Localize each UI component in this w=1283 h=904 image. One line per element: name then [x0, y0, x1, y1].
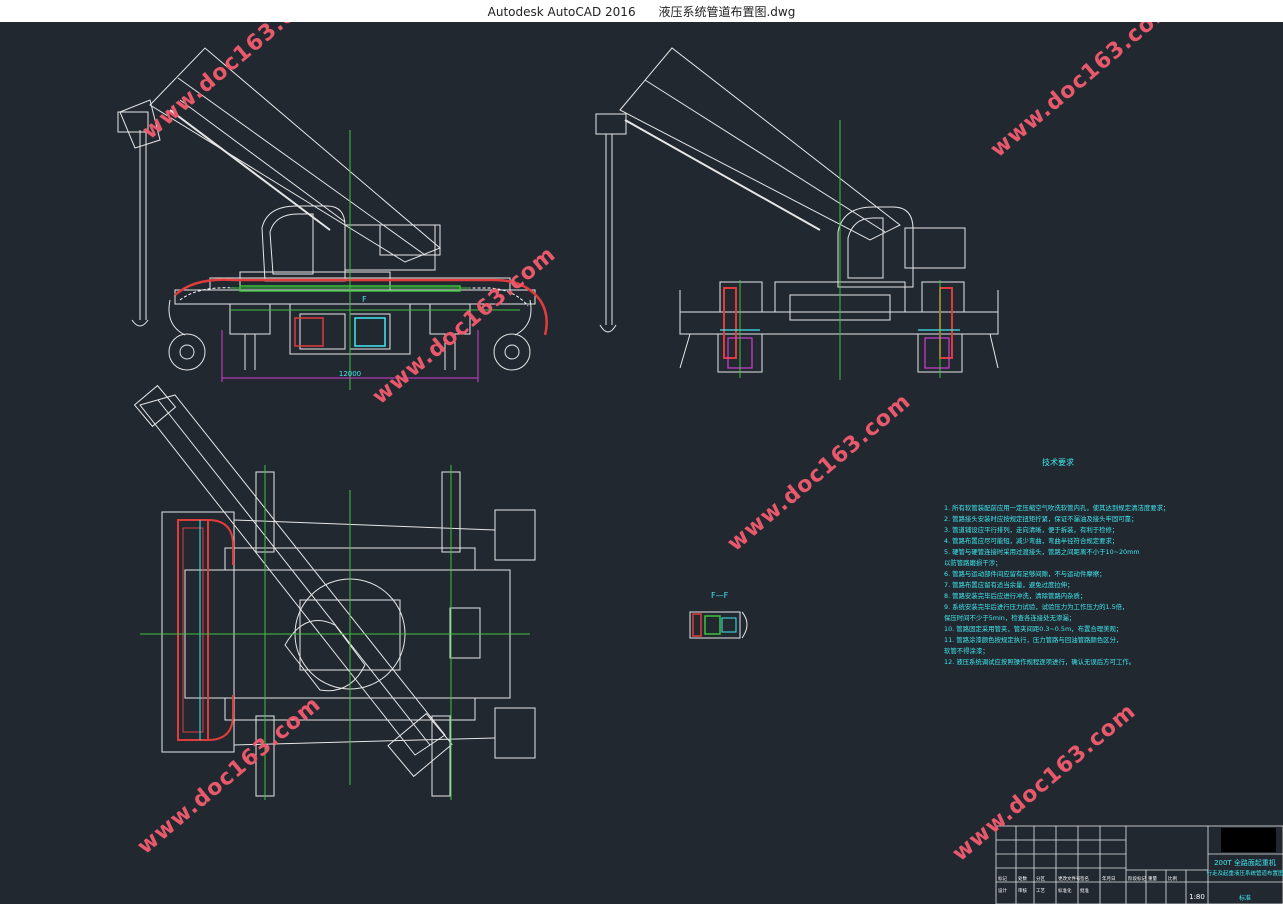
title-block	[995, 825, 1283, 904]
top-view-centerlines	[140, 465, 530, 800]
title-block-title-1: 200T 全路面起重机	[1214, 858, 1276, 867]
cad-drawing: 12000 F	[0, 22, 1283, 904]
front-view-centerlines	[739, 120, 941, 380]
title-block-title-2: 行走及起重液压系统管道布置图	[1206, 869, 1283, 877]
tb-col-label: 分区	[1036, 875, 1045, 882]
title-block-scale: 1:80	[1189, 893, 1205, 901]
top-view-hydraulics	[177, 519, 234, 741]
tb-row-label: 标准化	[1058, 887, 1072, 894]
tb-col-label: 更改文件号	[1058, 875, 1081, 882]
tech-title: 技术要求	[1042, 457, 1074, 467]
tech-line: 9. 系统安装完毕后进行压力试验，试验压力为工作压力的1.5倍，	[944, 602, 1128, 611]
tb-stage-label: 阶段标记	[1128, 875, 1146, 882]
tech-line: 10. 管路固定采用管夹，管夹间距0.3~0.5m，布置合理美观；	[944, 624, 1122, 633]
app-name: Autodesk AutoCAD 2016	[487, 5, 636, 19]
side-view	[117, 47, 536, 371]
tb-col-label: 年月日	[1102, 875, 1116, 882]
tech-line: 7. 管路布置应留有适当余量，避免过度拉伸；	[944, 580, 1074, 589]
tb-row-label: 工艺	[1036, 888, 1045, 894]
tech-requirements: 1. 所有软管装配前应用一定压缩空气吹洗软管内孔，使其达到规定清洁度要求； 2.…	[944, 503, 1169, 666]
tech-line: 以防管路磨损干涉；	[944, 558, 1002, 567]
window-titlebar: Autodesk AutoCAD 2016 液压系统管道布置图.dwg	[0, 0, 1283, 23]
tb-stage-label: 比例	[1168, 875, 1177, 882]
tb-row-label: 审核	[1018, 887, 1027, 894]
tb-row-label: 设计	[998, 887, 1007, 894]
section-marker: F	[362, 295, 367, 304]
tech-line: 4. 管路布置应尽可能短，减少弯曲，弯曲半径符合规定要求；	[944, 536, 1118, 545]
tech-line: 6. 管路与运动部件间应留有足够间隙，不与运动件摩擦；	[944, 569, 1106, 578]
front-view	[595, 47, 999, 373]
title-block-labels: 标记 处数 分区 更改文件号 签名 年月日 设计 审核 工艺 标准化 批准 阶段…	[998, 875, 1177, 894]
tech-line: 1. 所有软管装配前应用一定压缩空气吹洗软管内孔，使其达到规定清洁度要求；	[944, 503, 1169, 512]
tb-stage-label: 重量	[1148, 875, 1157, 882]
tech-line: 12. 液压系统调试应按照操作规程逐项进行，确认无误后方可工作。	[944, 657, 1135, 666]
section-view	[689, 611, 748, 639]
tb-row-label: 批准	[1080, 887, 1089, 894]
section-view-label: F—F	[711, 591, 729, 600]
tech-line: 11. 管路涂漆颜色按规定执行，压力管路与回油管路颜色区分，	[944, 635, 1122, 644]
tech-line: 8. 管路安装完毕后应进行冲洗，清除管路内杂质；	[944, 591, 1086, 600]
title-block-logo	[1221, 828, 1276, 852]
dimension-text: 12000	[339, 370, 361, 378]
tech-line: 3. 管道铺设应平行排列，走向清晰，便于拆装，有利于检修；	[944, 525, 1118, 534]
side-view-centerlines	[230, 130, 520, 390]
tech-line: 2. 管路接头安装时应按规定扭矩拧紧，保证不漏油及接头牢固可靠；	[944, 514, 1137, 523]
tech-line: 5. 硬管与硬管连接时采用过渡接头，管路之间距离不小于10~20mm	[944, 547, 1140, 556]
tb-col-label: 标记	[998, 875, 1007, 882]
tb-col-label: 签名	[1080, 875, 1089, 882]
window-title: Autodesk AutoCAD 2016 液压系统管道布置图.dwg	[0, 3, 1283, 20]
drawing-canvas[interactable]: 12000 F	[0, 22, 1283, 904]
tb-col-label: 处数	[1018, 875, 1027, 882]
tech-line: 软管不得涂漆；	[944, 646, 989, 655]
file-name: 液压系统管道布置图.dwg	[658, 5, 796, 19]
title-block-footer: 标准	[1239, 894, 1251, 902]
tech-line: 保压时间不少于5min，检查各连接处无渗漏；	[944, 613, 1075, 622]
side-dimension	[221, 330, 479, 382]
